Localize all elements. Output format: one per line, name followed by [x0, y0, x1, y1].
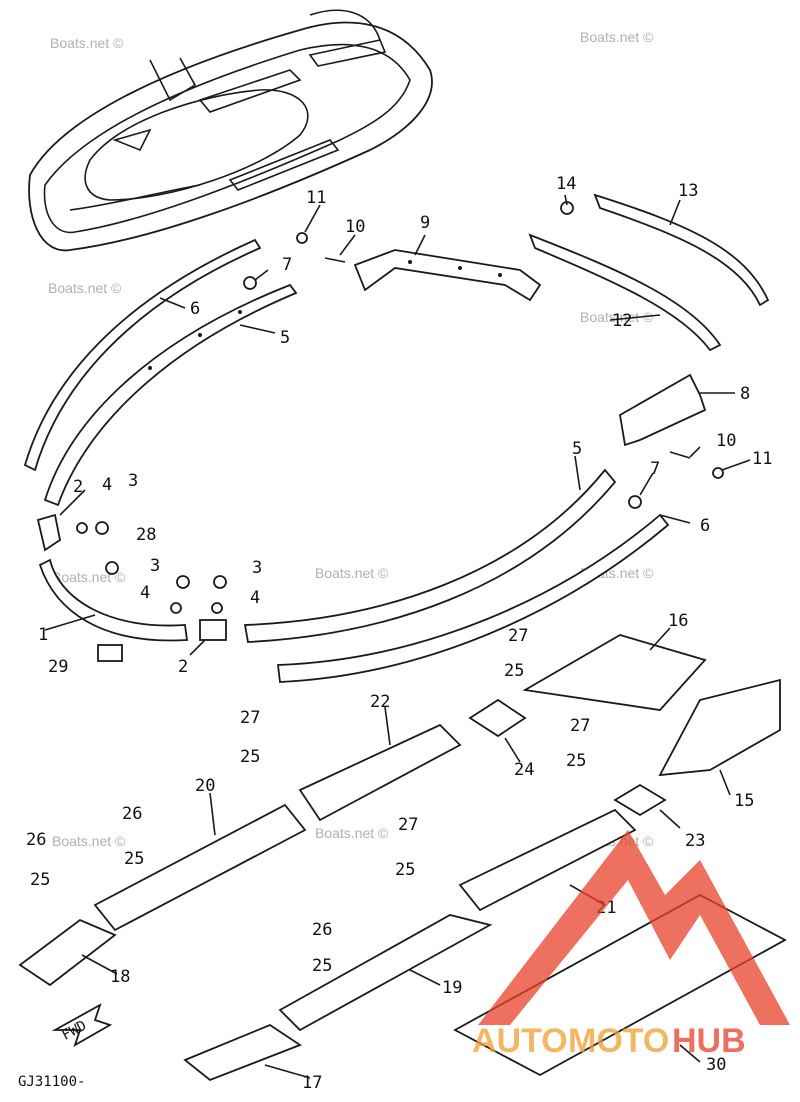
callout-label: 10	[716, 431, 736, 451]
callout-label: 4	[250, 588, 260, 608]
callout-label: 2	[178, 657, 188, 677]
callout-labels: 1 2 2 3 3 3 4 4 4 5 5 6 6 7 7 8 9 10 10 …	[26, 174, 772, 1093]
callout-label: 4	[140, 583, 150, 603]
rail-parts-lower	[243, 468, 670, 683]
callout-label: 24	[514, 760, 534, 780]
callout-label: 29	[48, 657, 68, 677]
mat-parts	[18, 634, 787, 1082]
callout-label: 14	[556, 174, 576, 194]
callout-label: 16	[668, 611, 688, 631]
bracket-9-part	[353, 249, 542, 302]
callout-label: 25	[30, 870, 50, 890]
callout-label: 3	[150, 556, 160, 576]
callout-label: 17	[302, 1073, 322, 1093]
watermark-text: Boats.net ©	[48, 280, 122, 296]
callout-label: 26	[312, 920, 332, 940]
callout-label: 19	[442, 978, 462, 998]
callout-label: 6	[700, 516, 710, 536]
callout-label: 28	[136, 525, 156, 545]
callout-label: 25	[124, 849, 144, 869]
watermark-text: Boats.net ©	[315, 825, 389, 841]
bracket-8-part	[619, 373, 707, 447]
callout-label: 30	[706, 1055, 726, 1075]
callout-label: 7	[650, 459, 660, 479]
rail-part-1-and-small-parts	[36, 201, 724, 662]
rail-parts-upper-left	[23, 238, 298, 507]
watermark-text: Boats.net ©	[315, 565, 389, 581]
callout-label: 4	[102, 475, 112, 495]
callout-label: 3	[252, 558, 262, 578]
callout-label: 10	[345, 217, 365, 237]
watermark-text: Boats.net ©	[580, 29, 654, 45]
callout-label: 27	[570, 716, 590, 736]
callout-label: 25	[312, 956, 332, 976]
callout-label: 27	[398, 815, 418, 835]
callout-label: 2	[73, 477, 83, 497]
callout-label: 25	[240, 747, 260, 767]
callout-label: 7	[282, 255, 292, 275]
callout-label: 12	[612, 311, 632, 331]
callout-label: 22	[370, 692, 390, 712]
callout-label: 9	[420, 213, 430, 233]
jetski-hull-illustration	[28, 9, 433, 252]
callout-label: 27	[508, 626, 528, 646]
callout-label: 6	[190, 299, 200, 319]
callout-label: 1	[38, 625, 48, 645]
callout-label: 23	[685, 831, 705, 851]
callout-label: 11	[306, 188, 326, 208]
brand-moto: MOTO	[568, 1022, 669, 1060]
callout-label: 25	[566, 751, 586, 771]
callout-label: 20	[195, 776, 215, 796]
callout-label: 27	[240, 708, 260, 728]
callout-label: 25	[395, 860, 415, 880]
callout-label: 11	[752, 449, 772, 469]
watermark-text: Boats.net ©	[50, 35, 124, 51]
diagram-code: GJ31100-	[18, 1074, 85, 1090]
callout-label: 26	[26, 830, 46, 850]
callout-label: 8	[740, 384, 750, 404]
leader-lines	[44, 194, 751, 1079]
brand-hub: HUB	[672, 1022, 746, 1060]
callout-label: 15	[734, 791, 754, 811]
callout-label: 25	[504, 661, 524, 681]
fwd-arrow-icon: FWD	[51, 1003, 113, 1047]
callout-label: 18	[110, 967, 130, 987]
callout-label: 3	[128, 471, 138, 491]
watermark-text: Boats.net ©	[52, 833, 126, 849]
callout-label: 5	[572, 439, 582, 459]
callout-label: 5	[280, 328, 290, 348]
watermark-text: Boats.net ©	[580, 309, 654, 325]
rail-parts-upper-right	[528, 193, 770, 352]
brand-auto: AUTO	[472, 1022, 568, 1060]
callout-label: 26	[122, 804, 142, 824]
automotohub-logo: AUTO MOTO HUB	[472, 830, 790, 1060]
callout-label: 13	[678, 181, 698, 201]
